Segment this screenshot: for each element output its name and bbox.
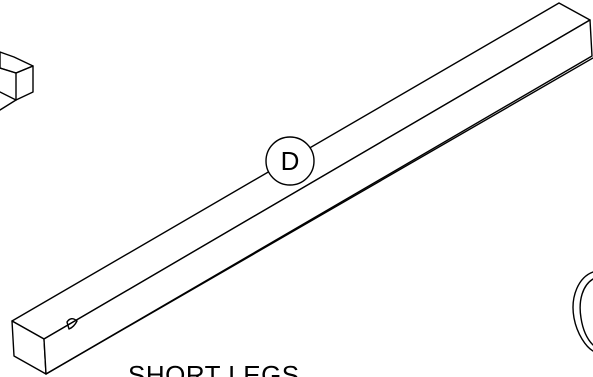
- beam-side-face: [43, 19, 593, 375]
- part-callout-label: D: [281, 146, 300, 176]
- partial-block-top-left: [0, 51, 34, 111]
- part-callout: D: [265, 136, 315, 186]
- pilot-hole-mark: [66, 318, 78, 330]
- short-leg-beam: [11, 2, 593, 375]
- part-callout-circle: [265, 136, 315, 186]
- part-caption: SHORT LEGS: [128, 360, 300, 377]
- beam-lower-edge-extension: [45, 57, 593, 375]
- partial-object-inner-curve: [579, 278, 593, 346]
- partial-object-outer-curve: [572, 271, 593, 352]
- partial-block-side-face: [0, 65, 34, 111]
- partial-block-front-edge: [0, 67, 17, 101]
- partial-block-bottom-edge: [0, 91, 17, 101]
- partial-object-right: [572, 271, 593, 352]
